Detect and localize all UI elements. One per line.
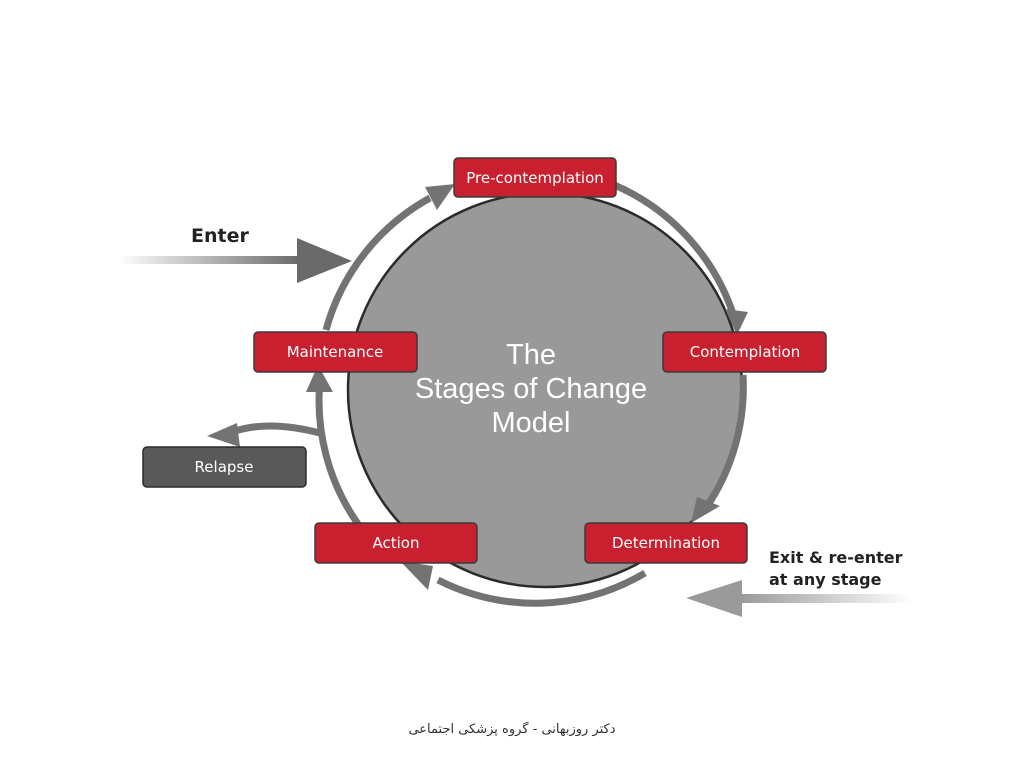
exit-label-line2: at any stage: [769, 570, 882, 589]
center-title-line2: Stages of Change: [415, 373, 647, 405]
stage-box-contemplation: [662, 331, 827, 373]
center-title-line3: Model: [492, 407, 571, 439]
stage-box-relapse: [142, 446, 307, 488]
cycle-arrows: [233, 180, 747, 607]
stage-contemplation: Contemplation: [662, 331, 827, 373]
arrowhead-to-maintenance: [306, 365, 333, 392]
enter-label: Enter: [191, 225, 249, 247]
stage-box-action: [314, 522, 478, 564]
arc-precontemplation-to-contemplation: [610, 180, 739, 322]
arrowhead-to-relapse: [207, 423, 240, 447]
stage-label-maintenance: Maintenance: [287, 343, 384, 361]
enter-arrow-shaft: [118, 256, 300, 264]
arc-determination-to-action: [436, 569, 647, 607]
arc-maintenance-to-precontemplation: [322, 194, 432, 331]
stage-label-determination: Determination: [612, 534, 720, 552]
stage-label-contemplation: Contemplation: [690, 343, 801, 361]
exit-label-line1: Exit & re-enter: [769, 548, 903, 567]
stage-label-precontemplation: Pre-contemplation: [466, 169, 604, 187]
stage-box-precontemplation: [453, 157, 617, 198]
stage-maintenance: Maintenance: [253, 331, 418, 373]
center-title-line1: The: [506, 339, 556, 371]
footer-credit: دکتر روزبهانی - گروه پزشکی اجتماعی: [408, 722, 616, 737]
enter-arrow: [118, 238, 352, 283]
stage-label-action: Action: [373, 534, 420, 552]
arrowhead-to-precontemplation: [425, 184, 455, 210]
arc-contemplation-to-determination: [703, 374, 747, 510]
exit-arrow-head: [686, 580, 742, 617]
arrowhead-to-determination: [691, 497, 720, 523]
arrowhead-to-action: [400, 561, 433, 590]
stage-box-determination: [584, 522, 748, 564]
stage-label-relapse: Relapse: [195, 458, 254, 476]
exit-arrow-shaft: [740, 594, 913, 603]
stage-box-maintenance: [253, 331, 418, 373]
arc-action-to-maintenance: [315, 379, 361, 527]
stage-determination: Determination: [584, 522, 748, 564]
arrowhead-to-contemplation: [725, 309, 748, 335]
cycle-arrowheads: [207, 184, 748, 590]
enter-arrow-head: [297, 238, 352, 283]
arc-relapse-exit: [233, 422, 321, 437]
stage-relapse: Relapse: [142, 446, 307, 488]
stage-precontemplation: Pre-contemplation: [453, 157, 617, 198]
stage-action: Action: [314, 522, 478, 564]
exit-reenter-arrow: [686, 580, 913, 617]
